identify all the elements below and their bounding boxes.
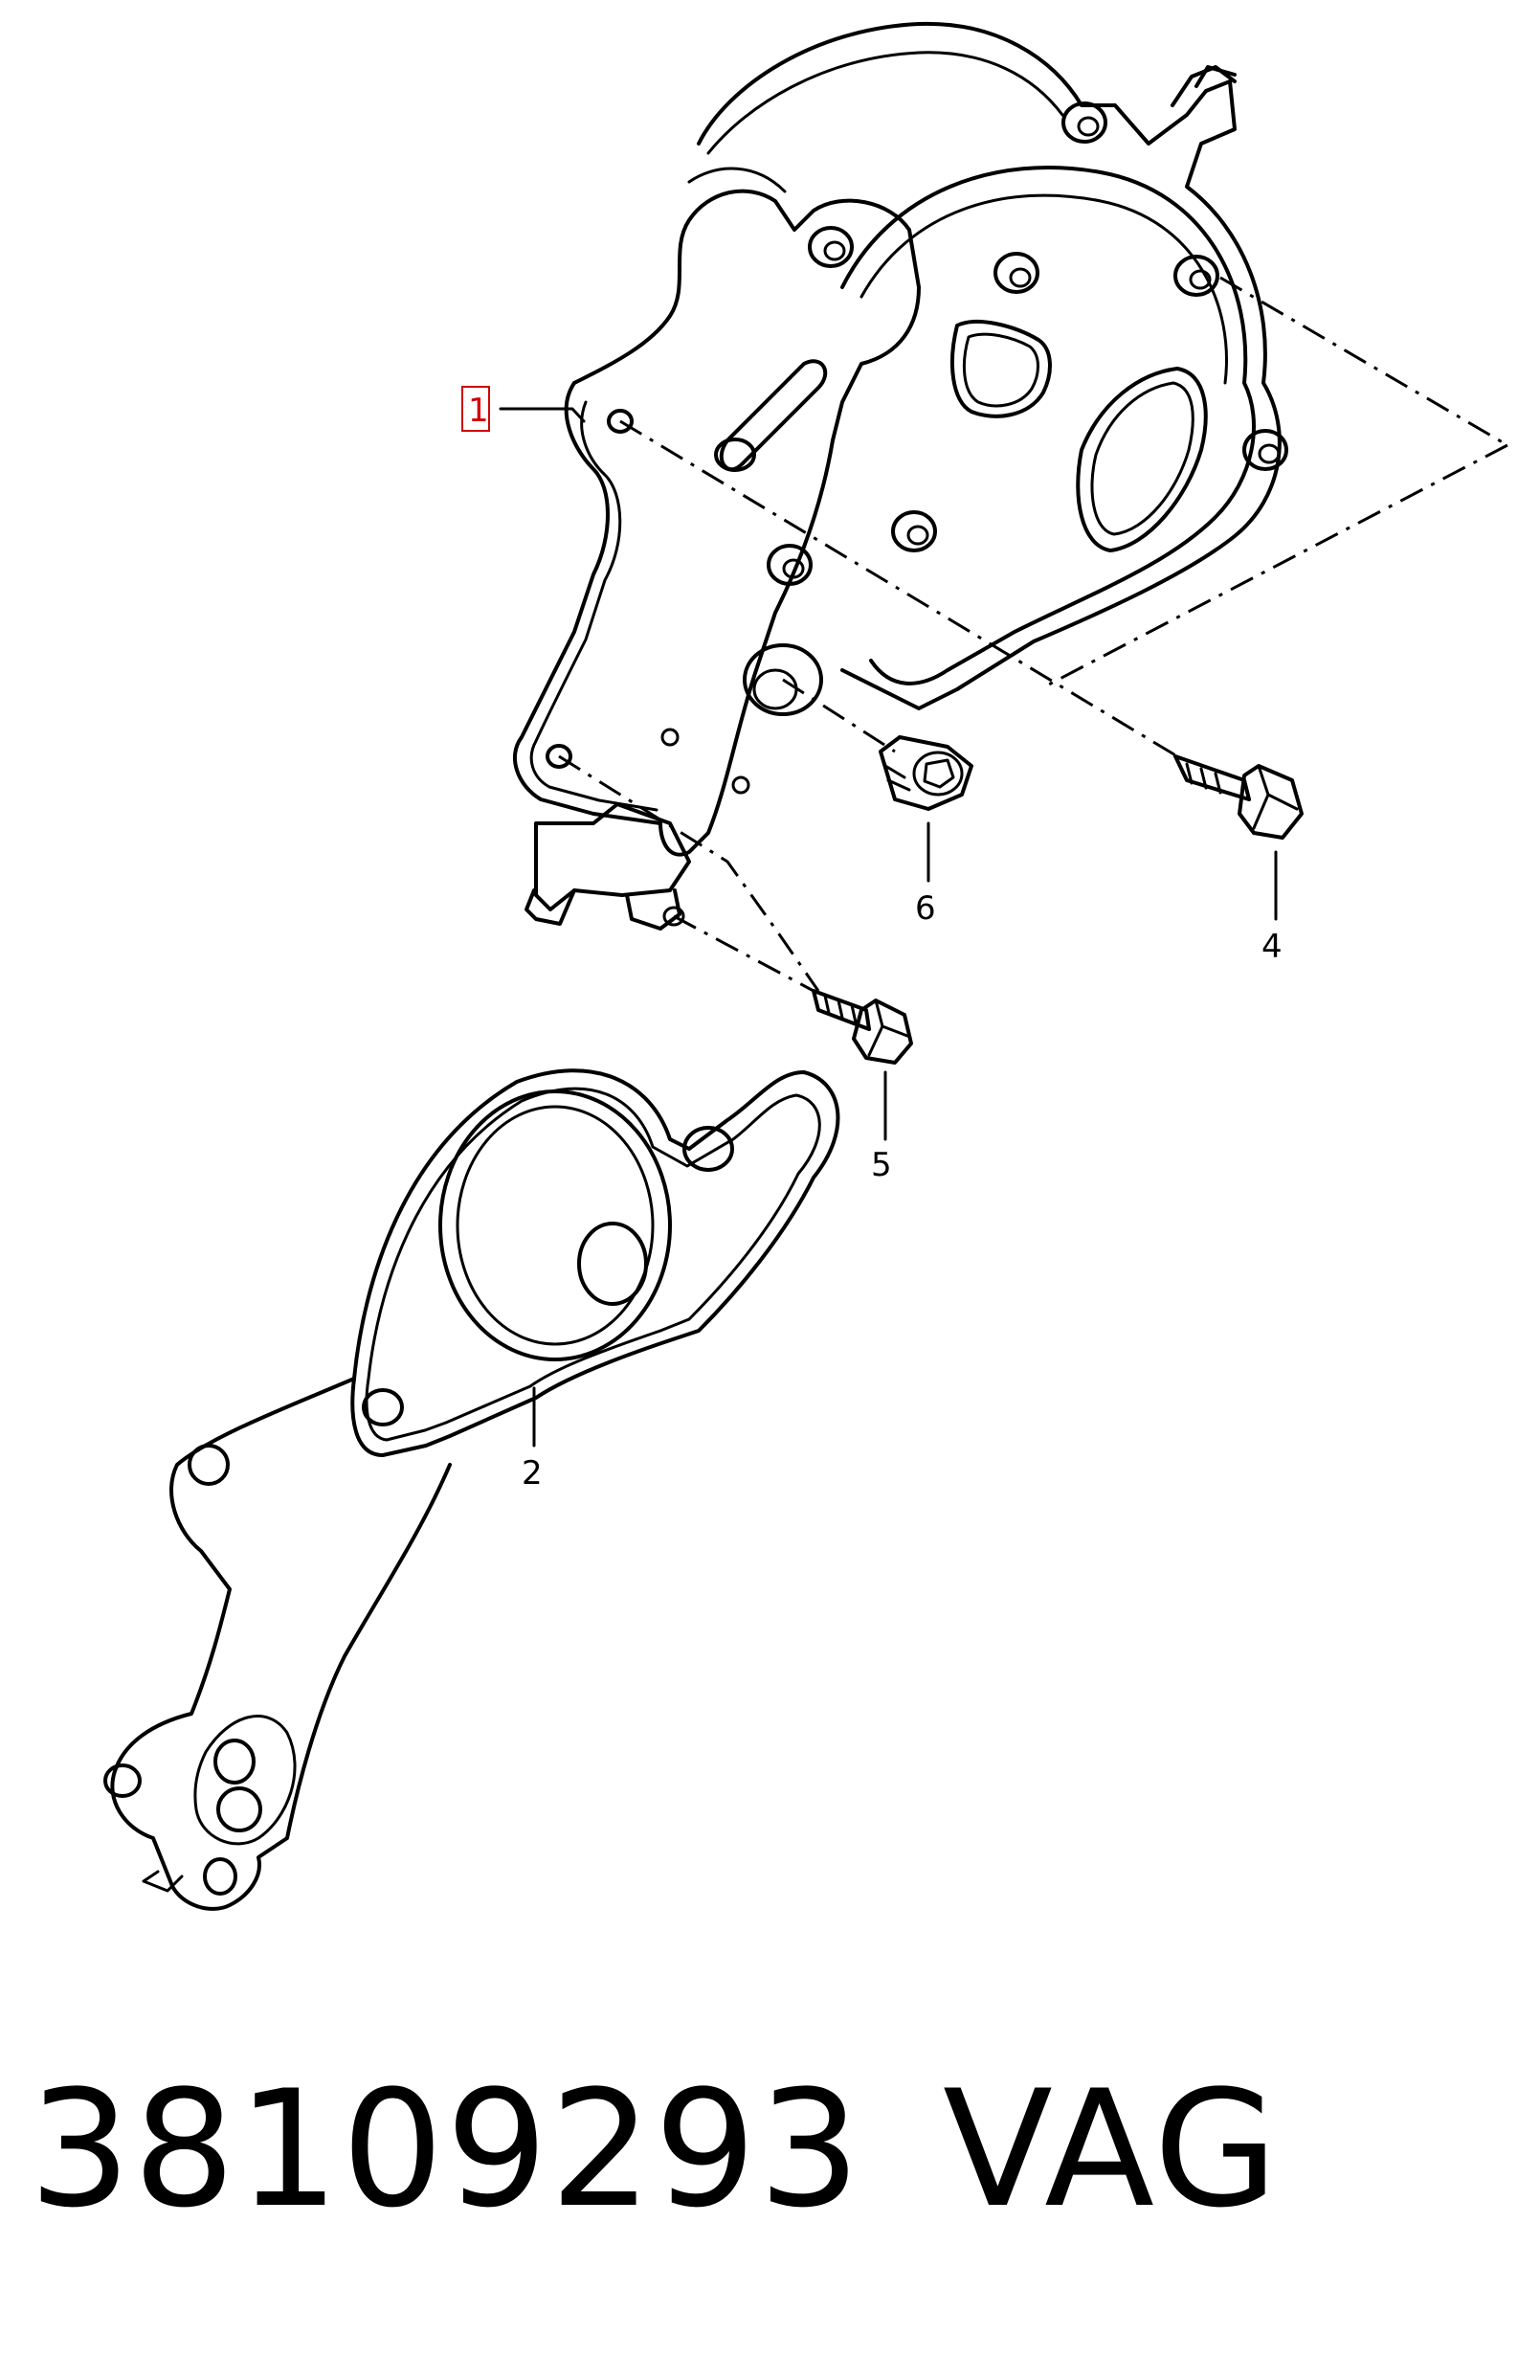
cover-bosses — [767, 101, 1288, 586]
bolt-4-drawing — [1173, 754, 1304, 840]
callout-5[interactable]: 5 — [871, 1146, 892, 1184]
callout-6[interactable]: 6 — [915, 889, 936, 928]
callout-2[interactable]: 2 — [522, 1454, 543, 1493]
footer-caption: 38109293 VAG — [29, 2049, 1522, 2250]
callout-1-highlight-box — [461, 386, 490, 432]
brand-text: VAG — [943, 2055, 1281, 2243]
vacuum-pump-drawing — [512, 21, 1288, 931]
bolt-5-drawing — [812, 989, 913, 1065]
plug-6-drawing — [879, 735, 973, 811]
callout-4[interactable]: 4 — [1261, 928, 1283, 966]
assembly-lines — [558, 276, 1508, 993]
gasket-drawing — [103, 1068, 840, 1911]
leader-lines — [499, 407, 1278, 1448]
part-number-text: 38109293 — [29, 2055, 863, 2243]
callout-1[interactable]: 1 — [468, 392, 489, 430]
